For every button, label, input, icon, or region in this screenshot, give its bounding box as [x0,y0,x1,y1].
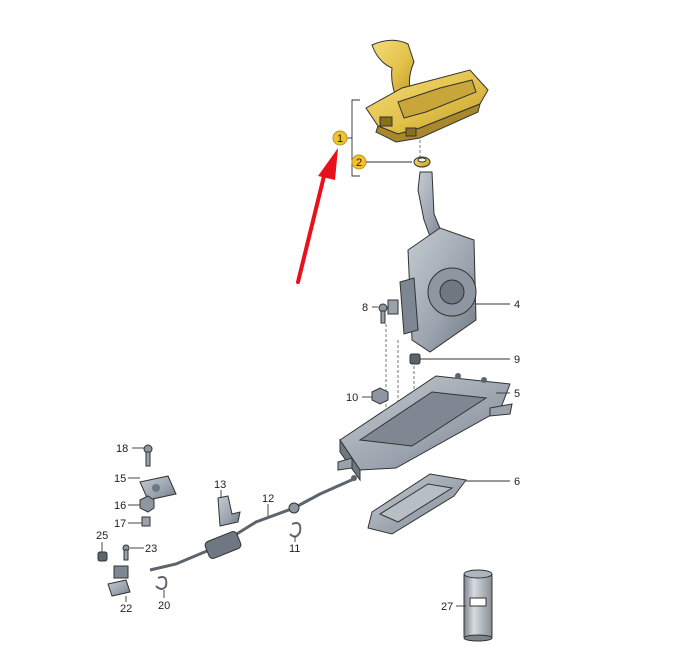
callout-23: 23 [145,543,157,555]
callout-27: 27 [441,601,453,613]
callout-5: 5 [514,388,520,400]
nut-part-10 [371,387,389,405]
callout-2-label: 2 [356,157,362,169]
nut-part-9 [409,353,421,365]
callout-15: 15 [114,473,126,485]
callout-2: 2 [351,154,367,170]
callout-11: 11 [289,543,300,555]
bracket-part-13 [217,495,241,527]
callout-20: 20 [158,600,170,612]
callout-10: 10 [346,392,358,404]
callout-25: 25 [96,530,108,542]
callout-1: 1 [332,130,348,146]
callout-16: 16 [114,500,126,512]
callout-22: 22 [120,603,132,615]
callout-6: 6 [514,476,520,488]
callout-18: 18 [116,443,128,455]
clip-ring-part [413,156,431,168]
gear-selector-knob-assembly [365,39,489,143]
callout-9: 9 [514,354,520,366]
base-plate-part [337,373,513,482]
shift-cable-part [149,475,357,572]
callout-8: 8 [362,302,368,314]
callout-17: 17 [114,518,126,530]
nut-part-25 [97,551,108,562]
sleeve-part-17 [141,516,151,527]
clip-part-20 [155,576,168,590]
bolt-part-8 [378,303,388,324]
nut-part-16 [139,495,155,513]
cover-plate-part [367,473,467,535]
callout-12: 12 [262,493,274,505]
callout-4: 4 [514,299,520,311]
bracket-part-15 [139,475,177,501]
selector-mechanism-housing [387,171,477,353]
bracket-part-22 [107,565,131,597]
callout-1-label: 1 [337,133,343,145]
clip-part-11 [289,522,302,538]
lubricant-can-part-27 [463,569,493,642]
callout-13: 13 [214,479,226,491]
red-arrow-icon [296,148,338,284]
bolt-part-18 [143,444,153,467]
bolt-part-23 [122,544,130,561]
